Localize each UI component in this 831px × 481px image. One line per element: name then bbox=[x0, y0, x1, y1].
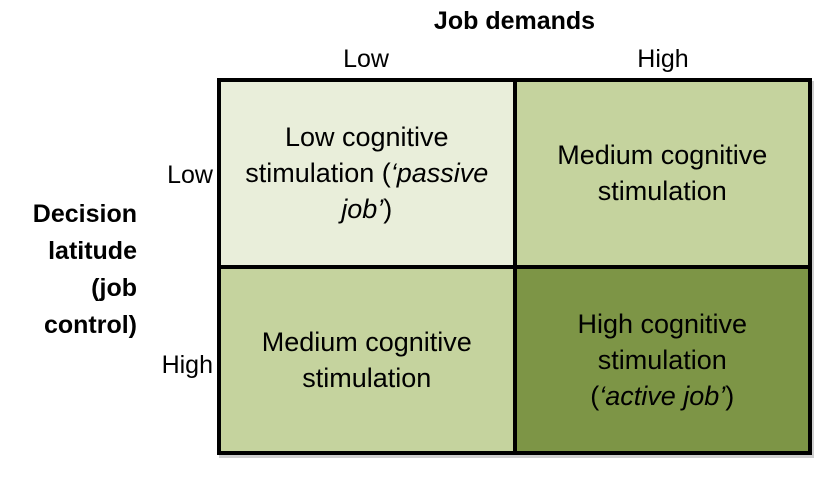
quadrant-label-passive-job: Low cognitive stimulation (‘passive job’… bbox=[245, 122, 489, 225]
quadrant-high-demands-high-control: High cognitive stimulation (‘active job’… bbox=[516, 268, 808, 451]
quadrant-low-demands-low-control: Low cognitive stimulation (‘passive job’… bbox=[221, 82, 513, 265]
y-axis-title-decision-latitude: Decision latitude (job control) bbox=[32, 200, 137, 339]
quadrant-low-demands-high-control: Medium cognitive stimulation bbox=[221, 268, 513, 451]
matrix-grid: Low cognitive stimulation (‘passive job’… bbox=[217, 78, 812, 455]
column-header-low-demands: Low bbox=[343, 45, 389, 73]
quadrant-label-medium-stimulation-bottom: Medium cognitive stimulation bbox=[261, 326, 472, 393]
column-header-high-demands: High bbox=[637, 45, 689, 73]
quadrant-label-medium-stimulation-top: Medium cognitive stimulation bbox=[557, 140, 768, 207]
row-header-low-control: Low bbox=[167, 161, 213, 189]
quadrant-label-active-job: High cognitive stimulation (‘active job’… bbox=[577, 308, 748, 411]
quadrant-high-demands-low-control: Medium cognitive stimulation bbox=[516, 82, 808, 265]
x-axis-title-job-demands: Job demands bbox=[433, 7, 596, 35]
row-header-high-control: High bbox=[161, 351, 213, 379]
